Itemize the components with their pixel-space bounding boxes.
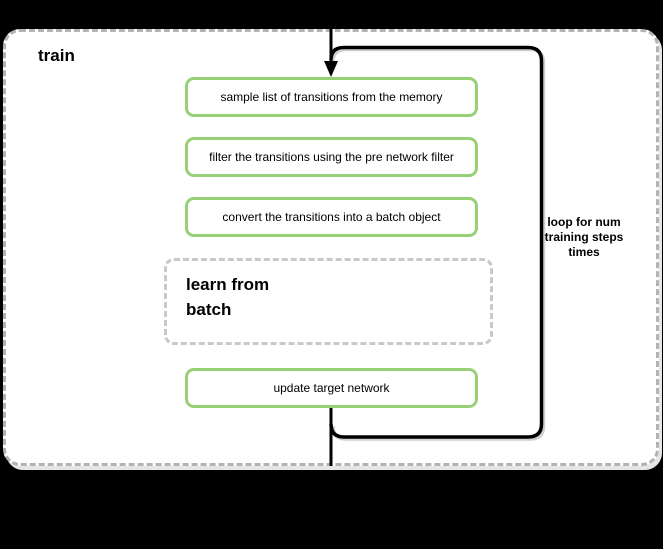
group-title: train xyxy=(38,46,75,65)
step-sample-transitions: sample list of transitions from the memo… xyxy=(185,77,478,117)
step-filter-transitions: filter the transitions using the pre net… xyxy=(185,137,478,177)
loop-annotation: loop for num training steps times xyxy=(544,215,624,259)
step-label: convert the transitions into a batch obj… xyxy=(222,210,441,224)
step-label: filter the transitions using the pre net… xyxy=(209,150,454,164)
step-label: sample list of transitions from the memo… xyxy=(220,90,443,104)
subprocess-learn-from-batch: learn from batch xyxy=(164,258,493,345)
step-update-target-network: update target network xyxy=(185,368,478,408)
step-label: update target network xyxy=(273,381,390,395)
step-convert-batch: convert the transitions into a batch obj… xyxy=(185,197,478,237)
subprocess-label: learn from batch xyxy=(186,275,270,319)
